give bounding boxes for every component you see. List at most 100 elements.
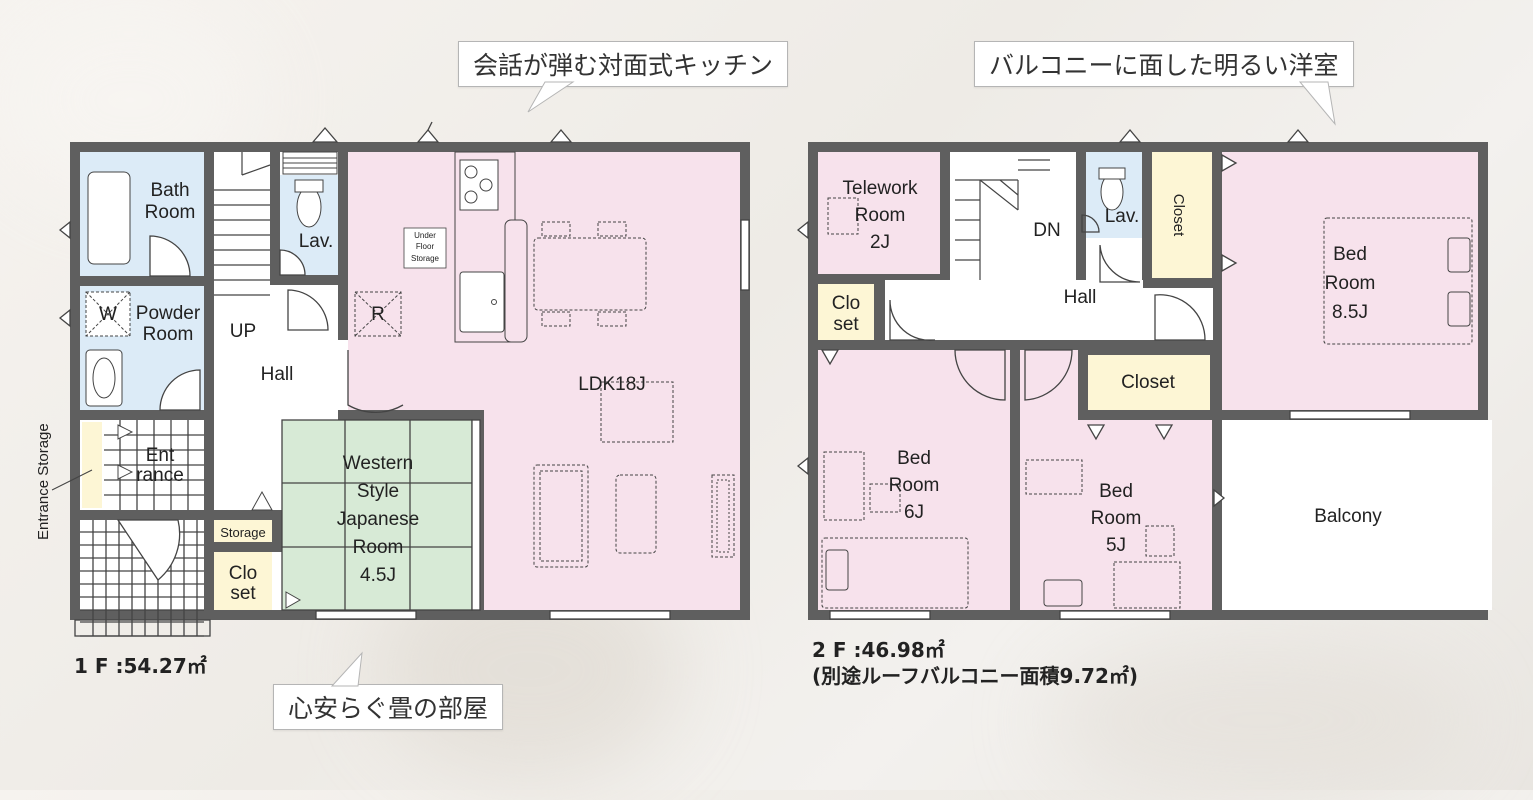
svg-text:Style: Style	[357, 481, 399, 502]
closet-small-label-1: Clo	[832, 293, 861, 314]
svg-text:DN: DN	[1033, 220, 1060, 241]
bed85-label-1: Bed	[1333, 244, 1367, 265]
svg-text:5J: 5J	[1106, 535, 1126, 556]
bed85-label-3: 8.5J	[1332, 302, 1368, 323]
bed5-label-3: 5J	[1106, 535, 1126, 556]
closet-vertical-label: Closet	[1170, 194, 1187, 237]
balcony	[1222, 420, 1488, 610]
underfloor-label-1: Under	[414, 231, 436, 240]
closet-1f	[214, 552, 272, 610]
powder-label-2: Room	[143, 324, 194, 345]
telework-label-2: Room	[855, 205, 906, 226]
room-bed85	[1222, 152, 1478, 410]
svg-text:Closet: Closet	[1170, 194, 1187, 237]
closet-small-label-2: set	[833, 314, 859, 335]
svg-text:Room: Room	[1325, 273, 1376, 294]
callout-tatami-tail	[330, 651, 363, 687]
lav-1f-label: Lav.	[299, 231, 334, 252]
svg-text:Storage: Storage	[411, 254, 440, 263]
bed85-label-2: Room	[1325, 273, 1376, 294]
closet-2f-mid	[1088, 355, 1210, 410]
closet-2f-vertical	[1152, 152, 1212, 278]
svg-text:Hall: Hall	[1064, 287, 1097, 308]
svg-text:Clo: Clo	[832, 293, 861, 314]
storage-1f-label: Storage	[220, 525, 266, 540]
floor2-area-line2: (別途ルーフバルコニー面積9.72㎡)	[812, 664, 1139, 688]
svg-text:Room: Room	[145, 202, 196, 223]
underfloor-label-3: Storage	[411, 254, 440, 263]
floor2-plan: Telework Room 2J DN Lav. Hall Clo set Cl…	[796, 128, 1492, 620]
svg-text:Room: Room	[855, 205, 906, 226]
svg-text:Lav.: Lav.	[299, 231, 334, 252]
japanese-label-1: Western	[343, 453, 413, 474]
callout-kitchen: 会話が弾む対面式キッチン	[458, 41, 789, 87]
svg-text:Japanese: Japanese	[337, 509, 419, 530]
svg-text:Room: Room	[1091, 508, 1142, 529]
svg-text:Bed: Bed	[1099, 481, 1133, 502]
svg-text:Entrance Storage: Entrance Storage	[35, 423, 52, 540]
room-powder	[80, 286, 204, 410]
room-stairs-dn	[950, 152, 1018, 280]
room-hall-1f	[214, 285, 338, 510]
room-stairs-up	[214, 152, 270, 322]
svg-text:R: R	[371, 304, 385, 325]
bed6-label-1: Bed	[897, 448, 931, 469]
svg-text:Under: Under	[414, 231, 436, 240]
svg-text:Closet: Closet	[1121, 372, 1176, 393]
svg-text:2J: 2J	[870, 232, 890, 253]
japanese-label-4: Room	[353, 537, 404, 558]
callout-tatami: 心安らぐ畳の部屋	[273, 684, 504, 730]
callout-bedroom: バルコニーに面した明るい洋室	[974, 41, 1354, 87]
svg-text:Floor: Floor	[416, 242, 435, 251]
japanese-label-3: Japanese	[337, 509, 419, 530]
powder-label-1: Powder	[136, 303, 201, 324]
svg-text:4.5J: 4.5J	[360, 565, 396, 586]
bed5-label-1: Bed	[1099, 481, 1133, 502]
callout-bedroom-tail	[1298, 81, 1336, 126]
japanese-label-2: Style	[357, 481, 399, 502]
underfloor-label-2: Floor	[416, 242, 435, 251]
svg-text:Room: Room	[353, 537, 404, 558]
japanese-label-5: 4.5J	[360, 565, 396, 586]
bath-label-2: Room	[145, 202, 196, 223]
room-ldk	[348, 152, 740, 410]
floor1-area: 1 F :54.27㎡	[74, 654, 207, 678]
entrance-storage-label: Entrance Storage	[35, 423, 52, 540]
bed6-label-2: Room	[889, 475, 940, 496]
telework-label-3: 2J	[870, 232, 890, 253]
svg-text:Western: Western	[343, 453, 413, 474]
svg-text:Storage: Storage	[220, 525, 266, 540]
svg-text:set: set	[833, 314, 859, 335]
dn-label: DN	[1033, 220, 1060, 241]
svg-text:Balcony: Balcony	[1314, 506, 1382, 527]
svg-text:Hall: Hall	[261, 364, 294, 385]
bed6-label-3: 6J	[904, 502, 924, 523]
hall-2f-label: Hall	[1064, 287, 1097, 308]
closet-1f-label-2: set	[230, 583, 256, 604]
svg-text:Room: Room	[143, 324, 194, 345]
storage-1f	[214, 520, 272, 542]
balcony-label: Balcony	[1314, 506, 1382, 527]
closet-2f-small	[818, 284, 874, 340]
svg-text:6J: 6J	[904, 502, 924, 523]
svg-text:LDK18J: LDK18J	[578, 374, 646, 395]
closet-1f-label-1: Clo	[229, 563, 258, 584]
room-lav-2f	[1086, 152, 1142, 238]
room-lav-1f	[280, 175, 338, 275]
room-bed6	[818, 350, 1010, 610]
svg-text:Room: Room	[889, 475, 940, 496]
room-hall-2f	[885, 280, 1143, 340]
room-entrance	[80, 420, 204, 510]
entrance-label-2: rance	[136, 465, 184, 486]
svg-text:set: set	[230, 583, 256, 604]
svg-text:W: W	[99, 304, 117, 325]
bed5-label-2: Room	[1091, 508, 1142, 529]
svg-text:Powder: Powder	[136, 303, 201, 324]
entrance-label-1: Ent	[146, 445, 175, 466]
lav-2f-label: Lav.	[1105, 206, 1140, 227]
fridge-label: R	[371, 304, 385, 325]
closet-mid-label: Closet	[1121, 372, 1176, 393]
room-bed5	[1020, 420, 1212, 610]
svg-text:Lav.: Lav.	[1105, 206, 1140, 227]
svg-text:rance: rance	[136, 465, 184, 486]
